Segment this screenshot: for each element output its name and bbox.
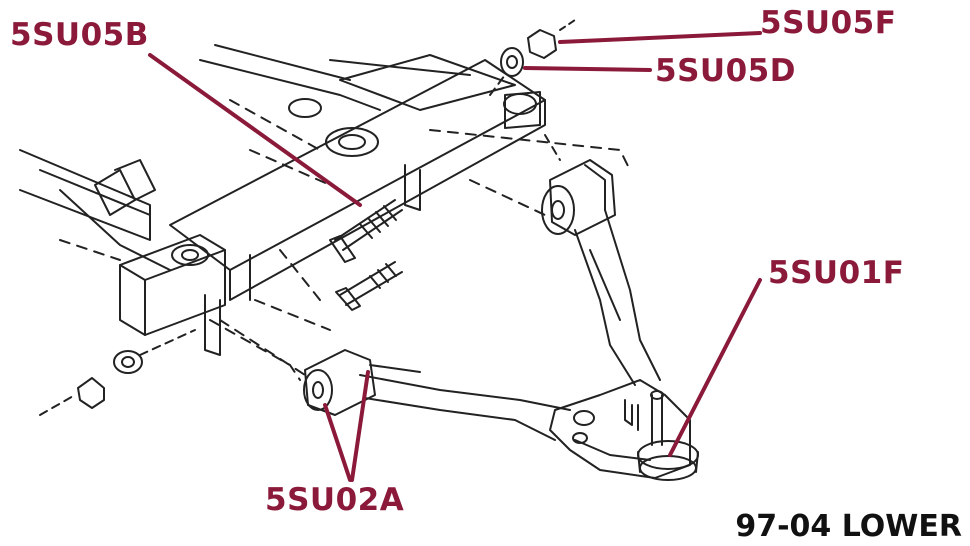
- figure-caption: 97-04 LOWER: [735, 509, 962, 544]
- leader-5su05b: [148, 53, 362, 207]
- leader-5su05d: [523, 66, 652, 72]
- callout-label-top-right-2: 5SU05D: [655, 53, 796, 89]
- rear-frame-sleeve: [503, 91, 561, 161]
- callout-label-bottom: 5SU02A: [265, 482, 405, 518]
- left-washer-and-nut: [39, 329, 196, 416]
- callout-label-ball-joint: 5SU01F: [768, 255, 905, 291]
- lower-control-arm: [219, 159, 699, 481]
- leader-5su02a-left: [323, 403, 352, 482]
- crossmember: [19, 44, 546, 356]
- callout-label-top-right-1: 5SU05F: [760, 5, 897, 41]
- callout-label-upper-left: 5SU05B: [10, 17, 149, 53]
- control-arm-bolts: [329, 199, 403, 311]
- leader-5su01f: [668, 278, 762, 457]
- construction-lines: [209, 129, 631, 381]
- leader-5su02a-right: [350, 370, 370, 482]
- crossmember-bushing-washer: [171, 98, 379, 266]
- leader-5su05f: [558, 31, 762, 44]
- top-right-washer-and-nut: [489, 19, 576, 96]
